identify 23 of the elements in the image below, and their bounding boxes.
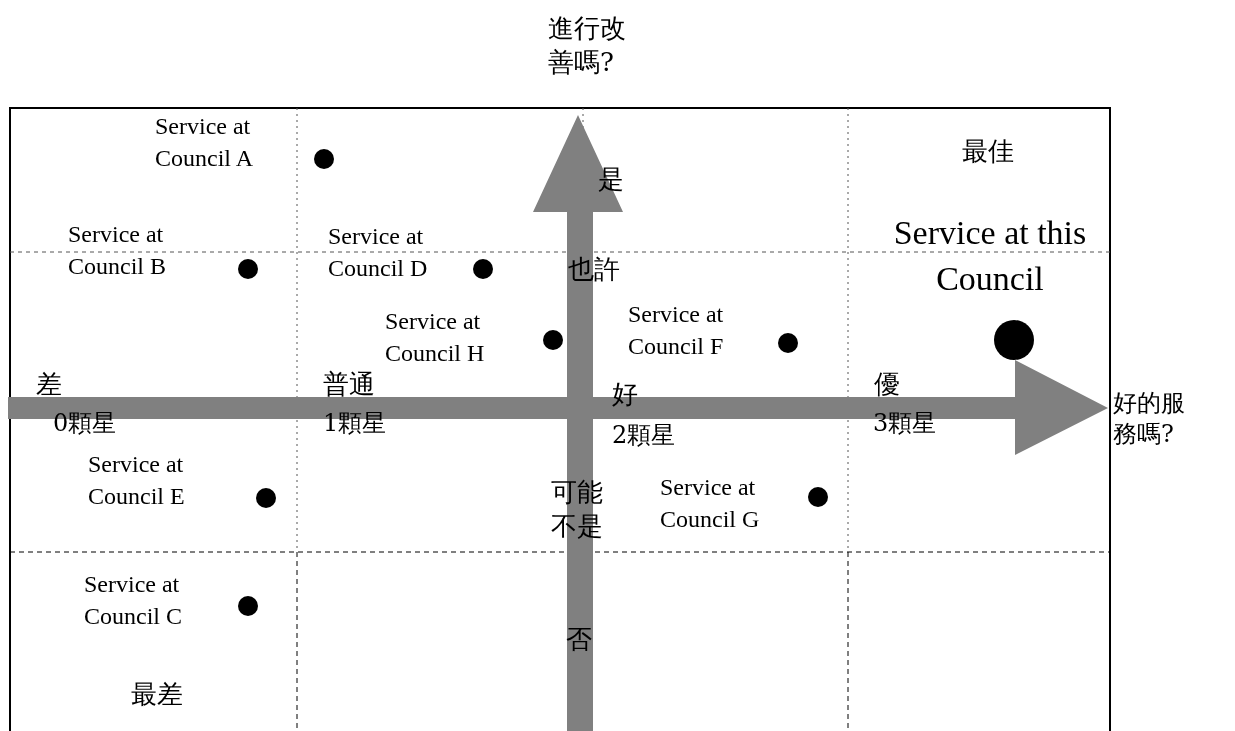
axis-label: 2顆星: [612, 420, 677, 451]
point-label: Service at Council A: [155, 112, 254, 174]
axis-label: 好的服務嗎?: [1113, 388, 1186, 451]
point-label: Service at Council H: [385, 307, 486, 369]
axis-label: 進行改善嗎?: [548, 12, 627, 79]
point-label: Service at this Council: [892, 213, 1088, 299]
axis-label: 最佳: [962, 135, 1015, 168]
point-label: Service at Council E: [88, 450, 186, 512]
axis-label: 差: [36, 368, 63, 401]
point-label: Service at Council G: [660, 473, 761, 535]
axis-label: 1顆星: [323, 408, 388, 439]
point-label: Service at Council F: [628, 300, 725, 362]
axis-label: 優: [874, 368, 901, 401]
axis-label: 否: [566, 623, 593, 656]
axis-label: 最差: [131, 678, 184, 711]
axis-label: 3顆星: [873, 408, 938, 439]
axis-label: 0顆星: [53, 408, 118, 439]
axis-label: 好: [612, 378, 639, 411]
axis-label: 是: [598, 163, 625, 196]
point-label: Service at Council B: [68, 220, 167, 282]
point-label: Service at Council D: [328, 222, 429, 284]
axis-label: 普通: [323, 368, 376, 401]
point-label: Service at Council C: [84, 570, 183, 632]
